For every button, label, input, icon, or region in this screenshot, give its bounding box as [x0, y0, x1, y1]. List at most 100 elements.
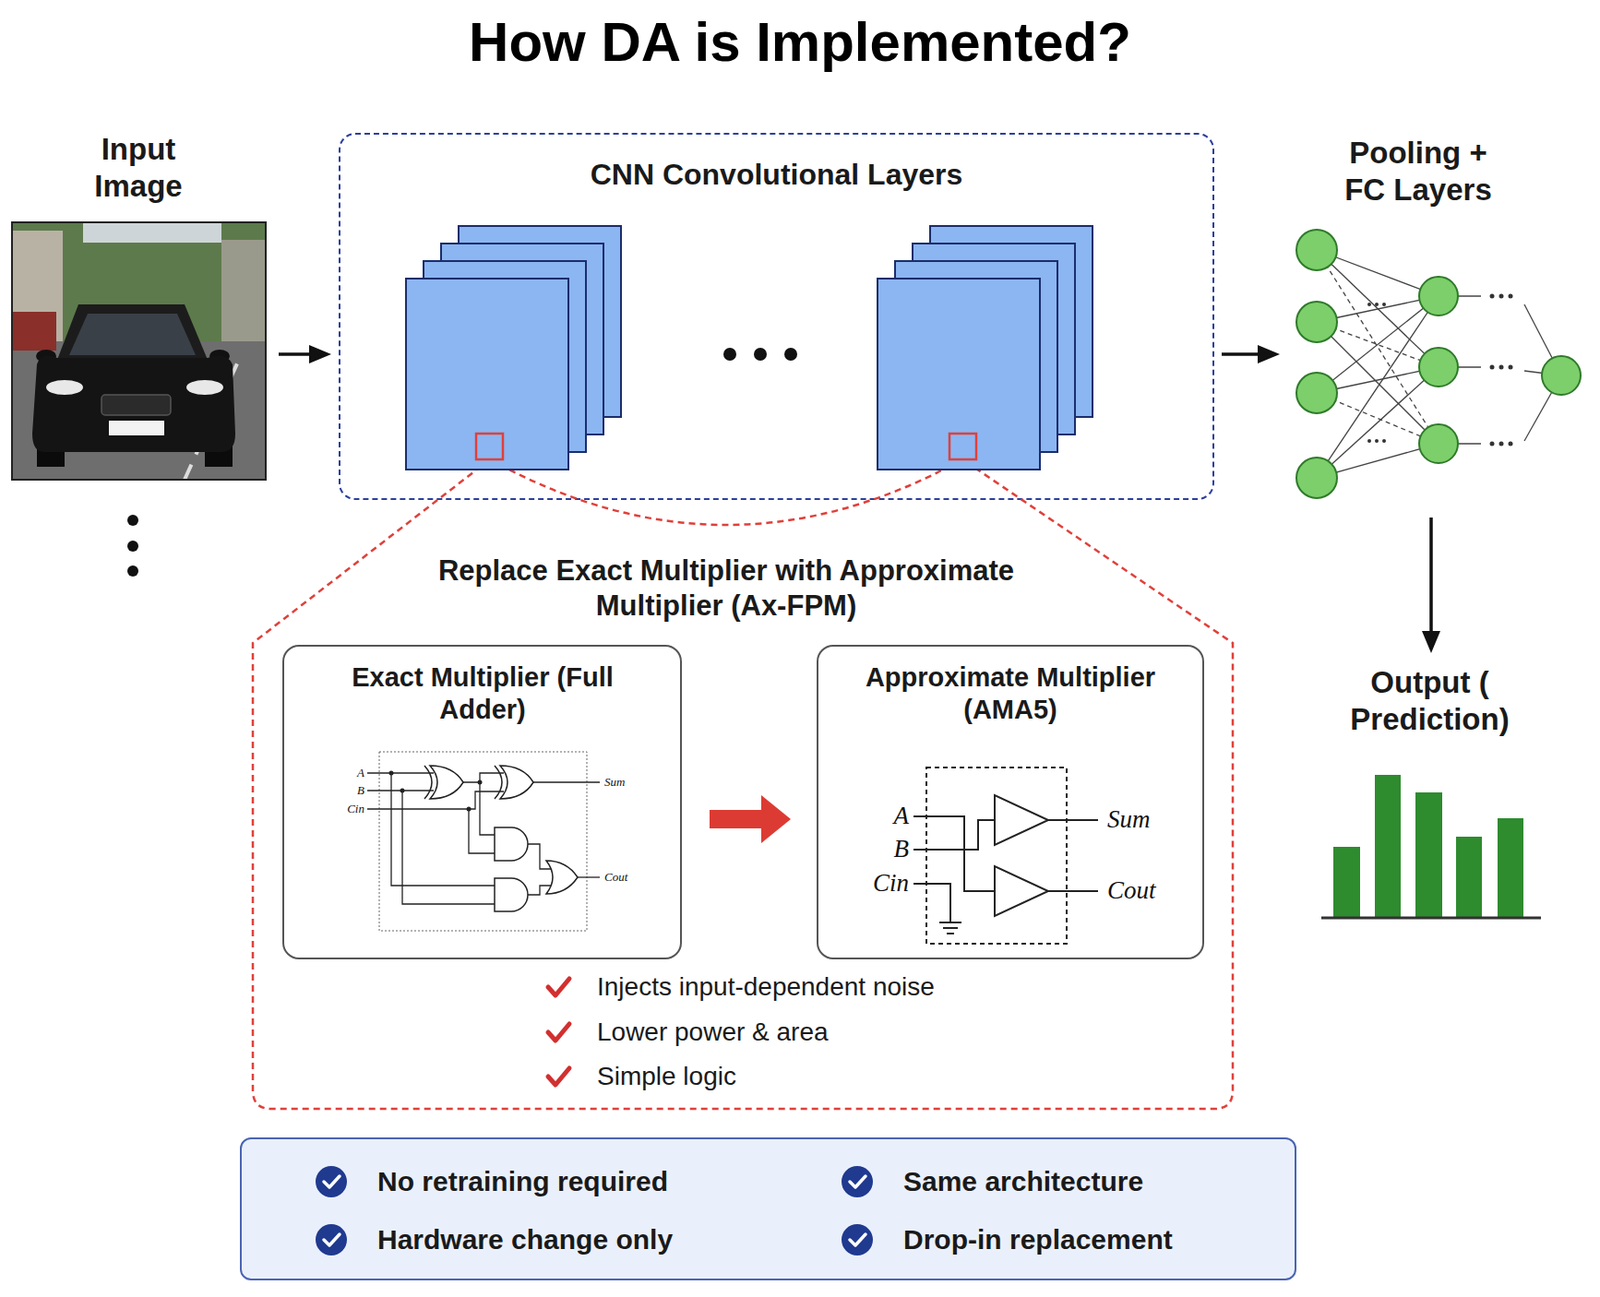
ellipsis-dots: [127, 565, 139, 577]
network-neuron: [1419, 276, 1458, 316]
red-check-mark: [548, 1024, 570, 1041]
prediction-bar: [1333, 775, 1524, 919]
prediction-bar: [1374, 775, 1401, 919]
network-ellipsis: [1508, 294, 1514, 299]
input-photo: [32, 355, 236, 453]
node-heading: Pooling + FC Layers: [1330, 134, 1506, 210]
node-heading: Exact Multiplier (Full Adder): [330, 661, 635, 728]
zoom-marker: [476, 433, 977, 460]
node-heading: CNN Convolutional Layers: [340, 156, 1213, 193]
feature-map-stack: [441, 243, 604, 435]
network-ellipsis: [1382, 302, 1386, 307]
callout-outline: [252, 459, 1233, 1110]
node-heading: Replace Exact Multiplier with Approximat…: [430, 553, 1022, 624]
feature-map-stack: [895, 261, 1058, 453]
input-photo: [11, 311, 57, 351]
red-check-mark: [548, 1068, 570, 1086]
node-item-text: Injects input-dependent noise: [597, 971, 1151, 1003]
network-ellipsis: [1374, 302, 1379, 307]
network-links: [1524, 370, 1562, 376]
flow-arrow: [1429, 517, 1433, 632]
zoom-marker: [949, 433, 977, 460]
ellipsis-dots: [127, 540, 139, 552]
network-links: [1316, 250, 1439, 444]
node-item-text: Same architecture: [903, 1165, 1291, 1200]
benefits-box: No retraining requiredSame architectureH…: [239, 1137, 1297, 1281]
ellipsis-dots: [127, 347, 798, 577]
network-links: [1316, 296, 1439, 478]
ellipsis-dots: [753, 347, 767, 361]
prediction-bar: [1415, 792, 1443, 919]
flow-arrow: [278, 352, 310, 357]
feature-map-stack: [912, 243, 1075, 435]
input-photo: [57, 304, 208, 360]
network-ellipsis: [1367, 439, 1372, 443]
network-links: [1316, 322, 1439, 444]
network-neuron: [1296, 229, 1338, 271]
node-item-text: Lower power & area: [597, 1016, 1151, 1049]
input-photo: [11, 222, 266, 343]
feature-map-stack: [930, 226, 1093, 418]
input-photo: [221, 239, 266, 342]
network-links: [1316, 322, 1439, 368]
network-ellipsis: [1499, 294, 1505, 299]
network-links: [1438, 442, 1481, 444]
network-neuron: [1296, 457, 1338, 499]
cnn-layers-group: CNN Convolutional Layers: [338, 132, 1215, 501]
input-photo: [184, 361, 239, 480]
node-item-text: Simple logic: [597, 1061, 1151, 1093]
node-heading: Output ( Prediction): [1330, 664, 1529, 740]
network-ellipsis: [1499, 365, 1505, 371]
network-ellipsis: [1508, 441, 1514, 447]
red-check-mark: [548, 979, 570, 996]
network-links: [1438, 366, 1481, 368]
network-ellipsis: [1508, 365, 1514, 371]
network-ellipsis: [1367, 294, 1514, 447]
input-photo: [36, 441, 65, 467]
network-ellipsis: [1374, 439, 1379, 443]
network-links: [1316, 393, 1439, 444]
red-check-mark: [548, 979, 570, 1086]
network-links: [1438, 295, 1481, 297]
replacement-arrow: [709, 810, 762, 829]
network-links: [1316, 250, 1439, 368]
network-neuron: [1296, 229, 1581, 499]
network-links: [1316, 250, 1439, 297]
feature-map-stack: [405, 278, 569, 470]
network-links: [1316, 296, 1439, 323]
input-photo: [46, 380, 84, 395]
output-node: Output ( Prediction): [1310, 664, 1551, 928]
network-ellipsis: [1490, 294, 1495, 299]
network-links: [1316, 367, 1439, 478]
network-neuron: [1296, 301, 1338, 343]
ellipsis-dots: [723, 347, 737, 361]
ellipsis-dots: [127, 514, 139, 526]
network-neuron: [1419, 347, 1458, 387]
network-links: [1316, 367, 1439, 394]
zoom-marker: [476, 433, 503, 460]
network-links: [1316, 443, 1439, 478]
node-item-text: Hardware change only: [377, 1223, 765, 1258]
feature-map-stack: [458, 226, 621, 418]
flow-arrow: [1221, 352, 1258, 357]
exact-multiplier-box: Exact Multiplier (Full Adder): [282, 644, 682, 960]
diagram-title: How DA is Implemented?: [0, 9, 1600, 76]
prediction-bar: [1333, 847, 1361, 919]
input-photo: [83, 222, 222, 243]
feature-map-stack: [877, 278, 1040, 470]
input-image-node: Input Image: [11, 129, 266, 480]
input-photo: [204, 441, 233, 467]
prediction-bar: [1497, 818, 1524, 919]
input-photo: [108, 420, 165, 436]
input-photo: [35, 349, 57, 363]
replacement-callout: Replace Exact Multiplier with Approximat…: [252, 459, 1233, 1110]
network-neuron: [1541, 356, 1581, 395]
input-photo: [11, 222, 266, 480]
node-heading: Approximate Multiplier (AMA5): [825, 661, 1195, 728]
network-ellipsis: [1382, 439, 1386, 443]
photo-frame: [11, 222, 266, 480]
feature-map-stack: [423, 261, 586, 453]
network-ellipsis: [1499, 441, 1505, 447]
approx-multiplier-box: Approximate Multiplier (AMA5): [816, 644, 1205, 960]
